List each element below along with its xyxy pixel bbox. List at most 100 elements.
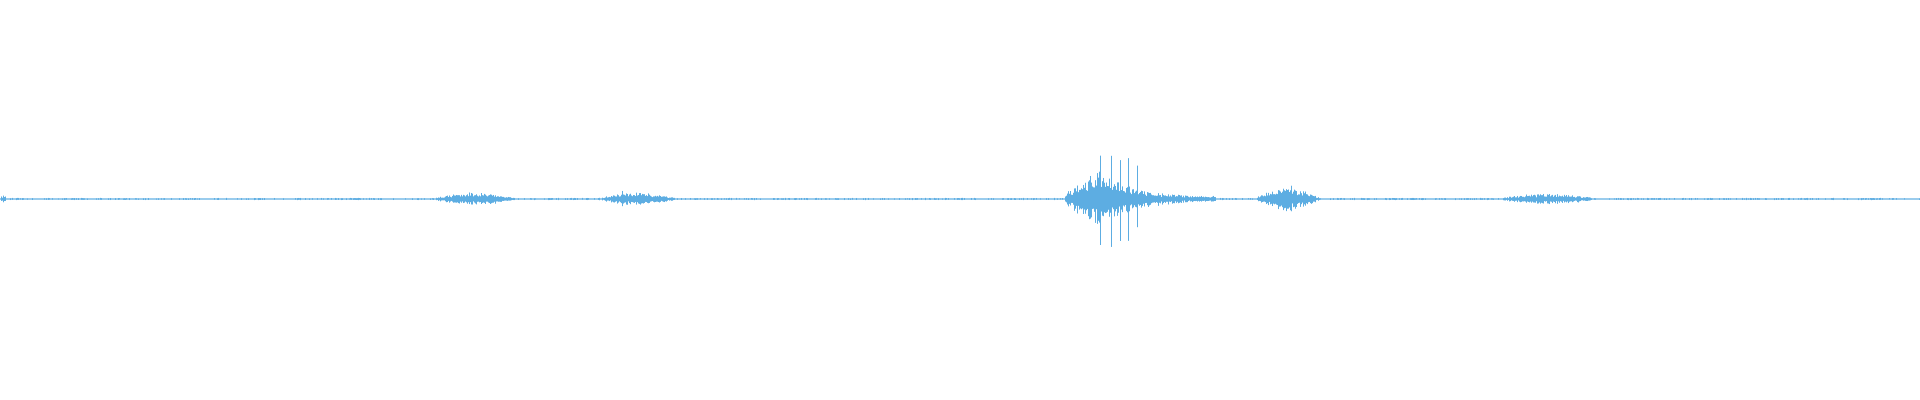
waveform-sample — [1376, 198, 1377, 200]
waveform-sample — [752, 198, 753, 200]
waveform-sample — [975, 198, 976, 201]
waveform-sample — [852, 197, 853, 200]
waveform-sample — [754, 198, 755, 201]
waveform-sample — [461, 194, 462, 203]
waveform-sample — [1263, 196, 1264, 202]
waveform-sample — [254, 197, 255, 201]
waveform-sample — [1507, 197, 1508, 201]
waveform-sample — [1100, 155, 1101, 246]
waveform-sample — [1517, 195, 1518, 203]
waveform-sample — [432, 198, 433, 200]
waveform-sample — [1118, 182, 1119, 213]
waveform-sample — [1546, 196, 1547, 202]
waveform-sample — [1235, 197, 1236, 200]
waveform-sample — [357, 198, 358, 200]
waveform-sample — [1333, 198, 1334, 200]
waveform-sample — [98, 198, 99, 200]
waveform-sample — [1303, 191, 1304, 207]
waveform-sample — [718, 198, 719, 200]
waveform-sample — [1119, 191, 1120, 207]
waveform-sample — [1087, 190, 1088, 209]
waveform-sample — [1707, 198, 1708, 200]
waveform-sample — [1138, 194, 1139, 205]
waveform-sample — [108, 198, 109, 200]
waveform-sample — [65, 198, 66, 200]
waveform-sample — [652, 197, 653, 202]
waveform-sample — [1805, 198, 1806, 200]
waveform-sample — [463, 194, 464, 204]
waveform-sample — [1578, 196, 1579, 203]
waveform-sample — [1570, 196, 1571, 202]
waveform-sample — [482, 195, 483, 203]
waveform-sample — [1054, 197, 1055, 201]
waveform-sample — [20, 198, 21, 200]
waveform-sample — [1081, 188, 1082, 210]
waveform-sample — [512, 198, 513, 200]
waveform-sample — [1302, 195, 1303, 203]
waveform-sample — [1250, 198, 1251, 200]
waveform-sample — [1508, 198, 1509, 200]
waveform-sample — [649, 194, 650, 203]
waveform-sample — [1719, 198, 1720, 200]
waveform-sample — [1484, 198, 1485, 200]
waveform-sample — [1090, 175, 1091, 219]
waveform-sample — [1173, 195, 1174, 204]
waveform-sample — [1088, 181, 1089, 217]
waveform-sample — [1367, 198, 1368, 201]
waveform-sample — [1532, 196, 1533, 202]
waveform-sample — [1396, 198, 1397, 200]
waveform-sample — [1394, 198, 1395, 200]
waveform-sample — [1340, 197, 1341, 200]
waveform-sample — [921, 198, 922, 200]
waveform-sample — [1294, 189, 1295, 207]
waveform-sample — [1297, 195, 1298, 204]
waveform-sample — [1215, 197, 1216, 201]
waveform-sample — [1182, 197, 1183, 201]
waveform-sample — [646, 195, 647, 203]
waveform-sample — [1425, 198, 1426, 200]
waveform-sample — [164, 198, 165, 200]
waveform-sample — [381, 198, 382, 201]
waveform-sample — [1317, 197, 1318, 200]
waveform-sample — [1156, 195, 1157, 203]
waveform-sample — [1402, 197, 1403, 200]
waveform-sample — [624, 194, 625, 203]
waveform-sample — [630, 193, 631, 205]
waveform-sample — [1818, 197, 1819, 200]
waveform-sample — [1126, 187, 1127, 211]
waveform-sample — [796, 198, 797, 200]
waveform-sample — [1793, 198, 1794, 200]
waveform-sample — [1296, 191, 1297, 207]
waveform-sample — [612, 196, 613, 202]
waveform-sample — [1268, 192, 1269, 206]
waveform-sample — [1653, 198, 1654, 200]
waveform-sample — [473, 196, 474, 202]
waveform-sample — [610, 197, 611, 201]
waveform-sample — [1092, 186, 1093, 209]
waveform-sample — [358, 197, 359, 201]
waveform-sample — [1562, 195, 1563, 203]
waveform-sample — [475, 195, 476, 204]
waveform-sample — [1862, 198, 1863, 200]
waveform-sample — [498, 196, 499, 202]
waveform-sample — [1262, 195, 1263, 202]
waveform-sample — [1416, 198, 1417, 200]
waveform-sample — [1121, 190, 1122, 210]
waveform-sample — [942, 198, 943, 200]
waveform-sample — [801, 197, 802, 200]
waveform-sample — [1300, 191, 1301, 207]
waveform-sample — [1086, 190, 1087, 211]
waveform-sample — [350, 197, 351, 200]
waveform-sample — [1557, 194, 1558, 204]
waveform-sample — [626, 193, 627, 205]
waveform-sample — [959, 198, 960, 200]
waveform-sample — [5, 196, 6, 201]
waveform-sample — [657, 195, 658, 202]
waveform-sample — [3, 195, 4, 203]
waveform-sample — [1518, 197, 1519, 201]
waveform-sample — [452, 195, 453, 202]
waveform-sample — [632, 196, 633, 203]
waveform-sample — [405, 198, 406, 200]
